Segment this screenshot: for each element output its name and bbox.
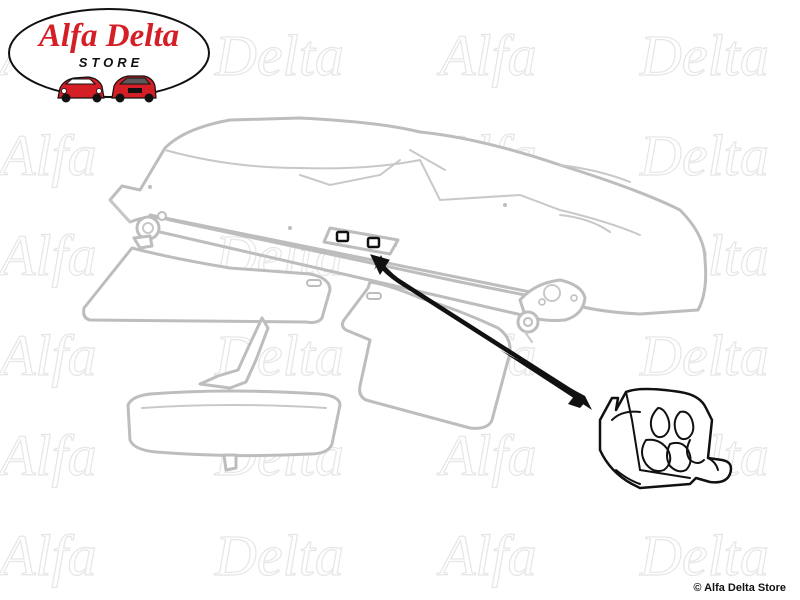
watermark-alfa: Alfa [436, 523, 537, 588]
left-sun-visor [82, 246, 332, 324]
right-sun-visor [340, 280, 512, 430]
light-switch-part [598, 387, 733, 490]
switch-slot-right [366, 236, 381, 249]
right-visor-hinge [516, 278, 587, 343]
watermark-alfa: Alfa [0, 223, 97, 288]
watermark-alfa: Alfa [0, 123, 97, 188]
watermark-delta: Delta [639, 323, 769, 388]
roof-panel [108, 116, 708, 316]
logo-car-right [111, 75, 157, 103]
logo-car-left [57, 76, 105, 103]
watermark-alfa: Alfa [0, 523, 97, 588]
pointer-arrow [370, 254, 592, 410]
headliner-strip [148, 213, 562, 320]
logo-store-text: STORE [79, 55, 144, 70]
left-visor-hinge [132, 211, 167, 250]
watermark-pattern: Alfa Delta Alfa Delta Alfa Delta Alfa De… [0, 22, 769, 588]
watermark-alfa: Alfa [436, 23, 537, 88]
watermark-alfa: Alfa [436, 423, 537, 488]
copyright-text: © Alfa Delta Store [693, 582, 786, 594]
watermark-delta: Delta [639, 123, 769, 188]
watermark-alfa: Alfa [0, 423, 97, 488]
logo-brand-text: Alfa Delta [37, 18, 179, 54]
switch-plate [322, 226, 400, 256]
rear-view-mirror [126, 316, 342, 472]
watermark-delta: Delta [639, 523, 769, 588]
watermark-delta: Delta [639, 23, 769, 88]
watermark-delta: Delta [214, 23, 344, 88]
watermark-alfa: Alfa [0, 323, 97, 388]
store-logo[interactable]: Alfa Delta STORE [8, 8, 210, 103]
switch-slot-left [335, 230, 350, 243]
logo-oval [8, 8, 210, 98]
watermark-delta: Delta [214, 523, 344, 588]
